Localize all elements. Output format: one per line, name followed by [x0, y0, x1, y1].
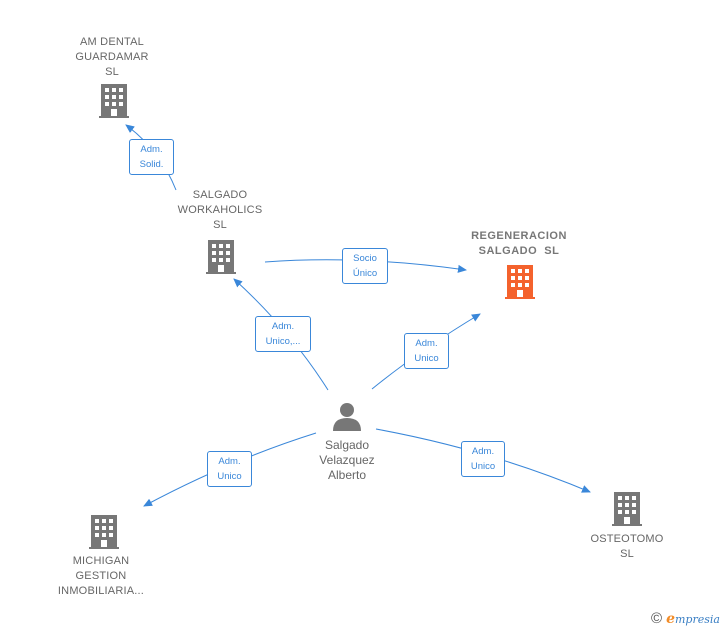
node-label-osteotomo[interactable]: OSTEOTOMO SL [567, 532, 687, 562]
edge-label-line: Adm. [140, 144, 163, 155]
label-line: SL [620, 548, 634, 560]
edge-label-line: Adm. [471, 446, 495, 457]
label-line: Velazquez [319, 453, 375, 467]
node-label-person[interactable]: Salgado Velazquez Alberto [287, 438, 407, 483]
label-line: GUARDAMAR [75, 51, 149, 63]
copyright-symbol: © [651, 610, 663, 627]
label-line: GESTION [75, 570, 127, 582]
building-icon[interactable] [206, 240, 236, 274]
edge-label-line: Unico [470, 461, 496, 472]
edge-label-adm-unico-regeneracion[interactable]: Adm. Unico [404, 333, 449, 369]
brand-watermark: © empresia [651, 610, 720, 627]
label-line: Salgado [324, 438, 370, 452]
edge-label-line: Unico [217, 471, 242, 482]
edge-label-socio-unico[interactable]: Socio Único [342, 248, 388, 284]
building-icon[interactable] [99, 84, 129, 118]
label-line: OSTEOTOMO [590, 533, 664, 545]
label-line: Alberto [327, 468, 367, 482]
edge-label-line: Unico [414, 353, 439, 364]
label-line: SL [105, 66, 119, 78]
label-line: AM DENTAL [80, 36, 144, 48]
label-line: WORKAHOLICS [177, 204, 263, 216]
building-icon[interactable] [89, 515, 119, 549]
brand-logo: empresia [666, 610, 720, 627]
label-line: MICHIGAN [72, 555, 130, 567]
edge-label-adm-unico-dots[interactable]: Adm. Unico,... [255, 316, 311, 352]
label-line: INMOBILIARIA... [57, 585, 145, 597]
building-icon[interactable] [612, 492, 642, 526]
label-line: SALGADO SL [478, 245, 560, 257]
edge-label-adm-unico-osteotomo[interactable]: Adm. Unico [461, 441, 505, 477]
node-label-salgado-workaholics[interactable]: SALGADO WORKAHOLICS SL [160, 188, 280, 233]
edge-label-line: Adm. [271, 321, 295, 332]
edge-label-line: Solid. [139, 159, 164, 170]
node-label-regeneracion[interactable]: REGENERACION SALGADO SL [449, 229, 589, 259]
person-icon[interactable] [333, 403, 361, 431]
edge-label-line: Único [352, 268, 378, 279]
edge-label-line: Adm. [415, 338, 438, 349]
edge-label-adm-solid[interactable]: Adm. Solid. [129, 139, 174, 175]
edge-label-line: Adm. [218, 456, 241, 467]
edge-label-line: Unico,... [265, 336, 301, 347]
node-label-am-dental[interactable]: AM DENTAL GUARDAMAR SL [52, 35, 172, 80]
label-line: SL [213, 219, 227, 231]
edge-label-adm-unico-michigan[interactable]: Adm. Unico [207, 451, 252, 487]
node-label-michigan[interactable]: MICHIGAN GESTION INMOBILIARIA... [36, 554, 166, 599]
building-icon[interactable] [505, 265, 535, 299]
edge-label-line: Socio [353, 253, 377, 264]
label-line: SALGADO [192, 189, 248, 201]
label-line: REGENERACION [471, 230, 567, 242]
